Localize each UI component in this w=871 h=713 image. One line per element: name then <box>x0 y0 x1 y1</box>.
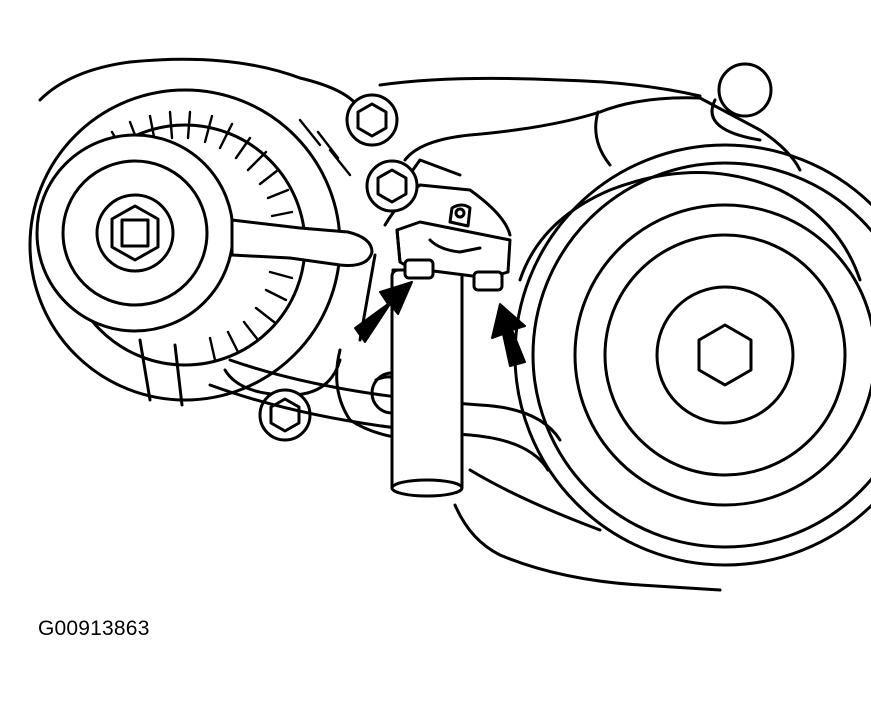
figure-id-label: G00913863 <box>38 617 150 640</box>
sensor-component <box>390 203 512 498</box>
crankshaft-hex-bolt <box>697 323 753 387</box>
crankshaft-pulley <box>513 143 871 567</box>
pulley-shaft <box>120 218 150 248</box>
left-mounting-bolt <box>403 258 435 280</box>
sensor-connector-pin <box>454 207 466 219</box>
right-mounting-bolt <box>472 270 504 292</box>
left-indicator-arrow <box>354 281 413 343</box>
right-indicator-arrow <box>491 303 526 367</box>
mounting-bolt-lower-left <box>258 388 312 442</box>
mounting-bolt-top <box>345 93 399 147</box>
engine-block-outline <box>38 57 802 592</box>
mounting-bolt-upper-middle <box>365 159 419 213</box>
